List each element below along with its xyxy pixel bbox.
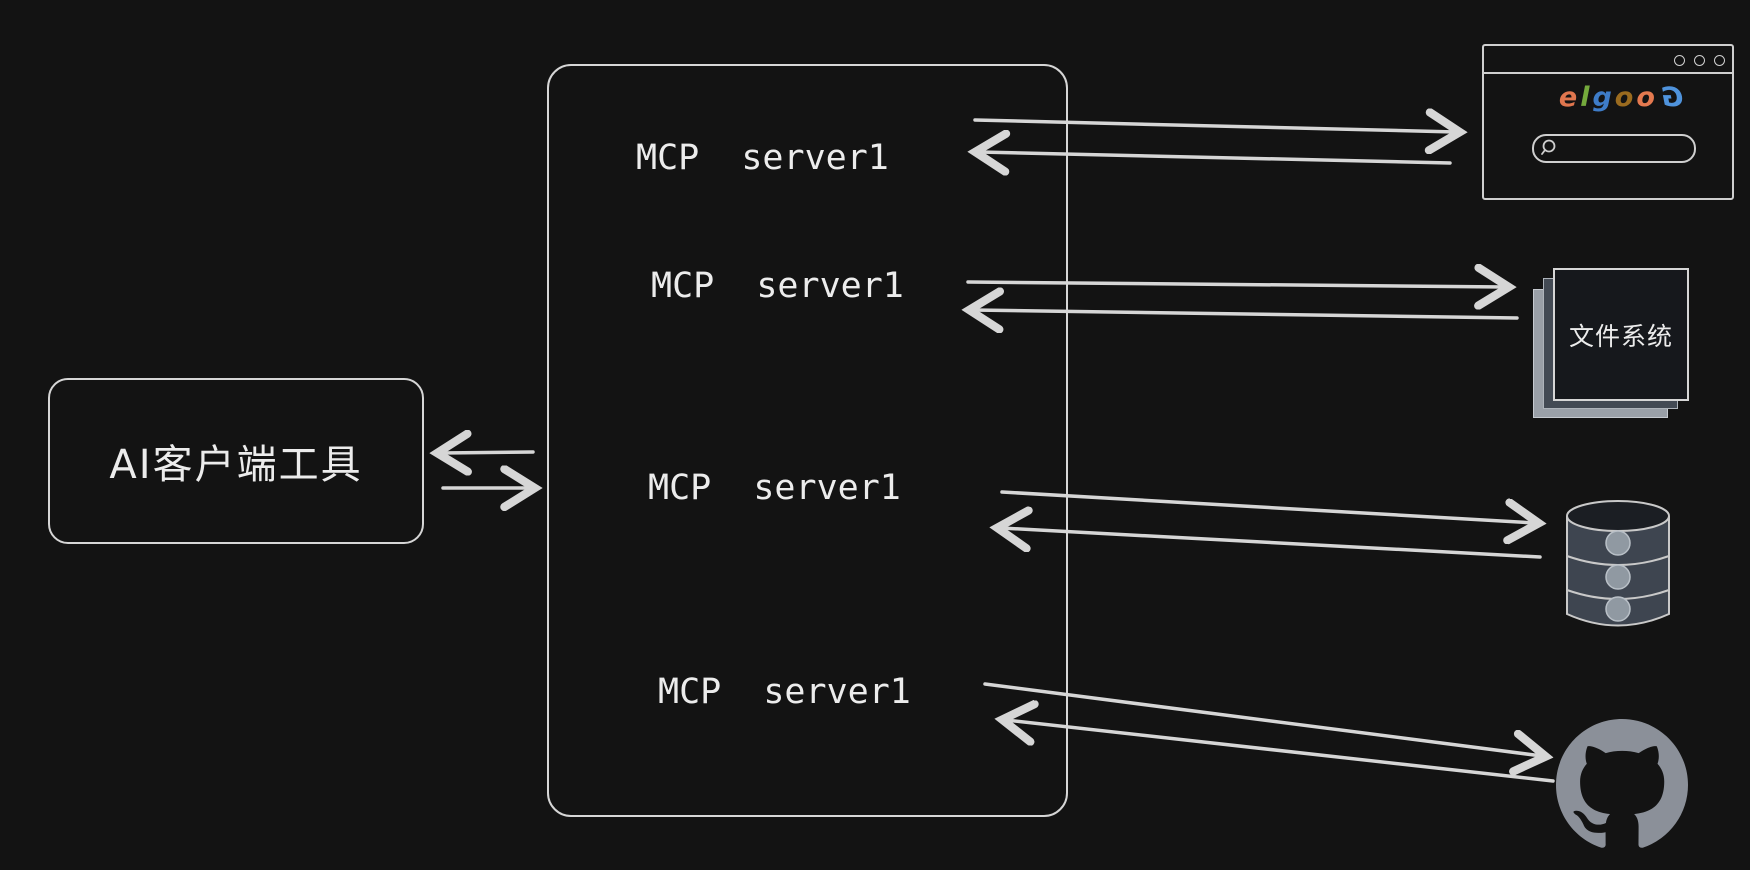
logo-letter: g bbox=[1592, 82, 1615, 113]
window-control-icon bbox=[1694, 55, 1705, 66]
mcp-server-label-1: MCP server1 bbox=[636, 138, 889, 178]
database-icon bbox=[1566, 500, 1670, 627]
arrow-server1-to-browser bbox=[973, 120, 1456, 132]
logo-letter: o bbox=[1636, 82, 1658, 113]
mcp-servers-container bbox=[547, 64, 1068, 817]
window-control-icon bbox=[1714, 55, 1725, 66]
mcp-server-label-4: MCP server1 bbox=[658, 672, 911, 712]
ai-client-node: AI客户端工具 bbox=[48, 378, 424, 544]
browser-titlebar bbox=[1484, 46, 1732, 74]
logo-letter: e bbox=[1558, 82, 1581, 113]
logo-letter: G bbox=[1657, 82, 1684, 113]
file-system-label: 文件系统 bbox=[1568, 321, 1673, 351]
logo-letter: o bbox=[1614, 82, 1637, 113]
file-system-node: 文件系统 bbox=[1553, 268, 1689, 401]
arrow-files-to-server2 bbox=[973, 310, 1519, 318]
arrow-server4-to-github bbox=[983, 682, 1542, 756]
arrow-server2-to-files bbox=[966, 282, 1505, 287]
mcp-server-label-2: MCP server1 bbox=[651, 266, 904, 306]
search-icon bbox=[1541, 139, 1556, 155]
arrow-github-to-server4 bbox=[1006, 720, 1555, 783]
browser-window: elgooG bbox=[1482, 44, 1734, 200]
arrow-database-to-server3 bbox=[1001, 528, 1542, 559]
github-icon bbox=[1556, 719, 1688, 848]
ai-client-label: AI客户端工具 bbox=[109, 442, 363, 488]
elgoog-logo: elgooG bbox=[1484, 82, 1732, 113]
search-input bbox=[1532, 134, 1696, 163]
mcp-server-label-3: MCP server1 bbox=[648, 468, 901, 508]
logo-letter: l bbox=[1580, 82, 1593, 113]
arrow-server3-to-database bbox=[1000, 490, 1535, 523]
arrow-server-to-client bbox=[441, 452, 535, 453]
arrow-browser-to-server1 bbox=[979, 152, 1452, 163]
window-control-icon bbox=[1674, 55, 1685, 66]
